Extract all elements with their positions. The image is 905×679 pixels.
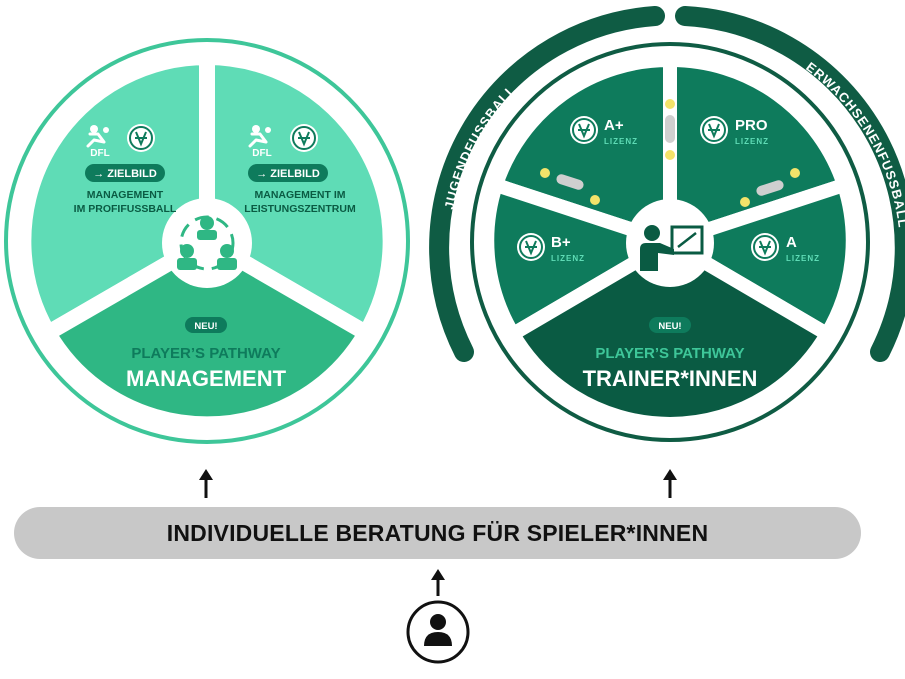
segment-line1: MANAGEMENT bbox=[87, 189, 164, 201]
progression-connectors bbox=[540, 99, 800, 207]
license-a: A LIZENZ bbox=[750, 232, 820, 263]
pathway-title: MANAGEMENT bbox=[126, 366, 287, 391]
zielbild-tag: → ZIELBILD bbox=[93, 168, 157, 180]
license-sub: LIZENZ bbox=[786, 254, 820, 263]
neu-badge: NEU! bbox=[194, 321, 217, 332]
license-grade: B+ bbox=[551, 234, 571, 251]
license-aplus: A+ LIZENZ bbox=[569, 115, 638, 146]
license-grade: A bbox=[786, 234, 797, 251]
dfb-logo-icon bbox=[699, 115, 729, 145]
dfb-logo-icon bbox=[516, 232, 546, 262]
dfb-logo-icon bbox=[289, 123, 319, 153]
arrow-up-icon bbox=[199, 469, 213, 498]
license-sub: LIZENZ bbox=[735, 137, 769, 146]
right-wheel: JUGENDFUSSBALL ERWACHSENENFUSSBALL bbox=[429, 6, 905, 442]
arrow-up-icon bbox=[431, 569, 445, 596]
neu-badge: NEU! bbox=[658, 321, 681, 332]
dfb-logo-icon bbox=[750, 232, 780, 262]
segment-leistungszentrum-content: DFL → ZIELBILD MANAGEMENT IM LEISTUNGSZE… bbox=[244, 123, 356, 215]
dfb-logo-icon bbox=[126, 123, 156, 153]
license-sub: LIZENZ bbox=[551, 254, 585, 263]
license-pro: PRO LIZENZ bbox=[699, 115, 769, 146]
dfb-logo-icon bbox=[569, 115, 599, 145]
zielbild-tag: → ZIELBILD bbox=[256, 168, 320, 180]
pathway-subtitle: PLAYER’S PATHWAY bbox=[131, 345, 280, 362]
counseling-bar-label: INDIVIDUELLE BERATUNG FÜR SPIELER*INNEN bbox=[166, 519, 709, 546]
left-title-block: NEU! PLAYER’S PATHWAY MANAGEMENT bbox=[126, 317, 287, 391]
left-wheel: DFL → ZIELBILD MANAGEMENT IM PROFIFUSSBA… bbox=[4, 38, 410, 444]
pathway-title: TRAINER*INNEN bbox=[583, 366, 758, 391]
segment-line2: LEISTUNGSZENTRUM bbox=[244, 203, 356, 215]
arrow-up-icon bbox=[663, 469, 677, 498]
license-sub: LIZENZ bbox=[604, 137, 638, 146]
team-group-icon bbox=[177, 215, 237, 271]
dfl-logo-text: DFL bbox=[252, 148, 271, 159]
individual-counseling-bar: INDIVIDUELLE BERATUNG FÜR SPIELER*INNEN bbox=[14, 507, 861, 559]
pathway-subtitle: PLAYER’S PATHWAY bbox=[595, 345, 744, 362]
trainer-board-icon bbox=[640, 225, 704, 271]
person-icon bbox=[406, 600, 470, 664]
right-title-block: NEU! PLAYER’S PATHWAY TRAINER*INNEN bbox=[583, 317, 758, 391]
license-bplus: B+ LIZENZ bbox=[516, 232, 585, 263]
arc-erwachsenenfussball bbox=[675, 6, 905, 362]
license-grade: A+ bbox=[604, 117, 624, 134]
segment-line1: MANAGEMENT IM bbox=[255, 189, 346, 201]
license-segment-bplus[interactable] bbox=[480, 178, 677, 341]
license-grade: PRO bbox=[735, 117, 768, 134]
dfl-logo-text: DFL bbox=[90, 148, 109, 159]
segment-profifussball-content: DFL → ZIELBILD MANAGEMENT IM PROFIFUSSBA… bbox=[74, 123, 177, 215]
arc-jugendfussball bbox=[429, 6, 665, 362]
segment-line2: IM PROFIFUSSBALL bbox=[74, 203, 177, 215]
